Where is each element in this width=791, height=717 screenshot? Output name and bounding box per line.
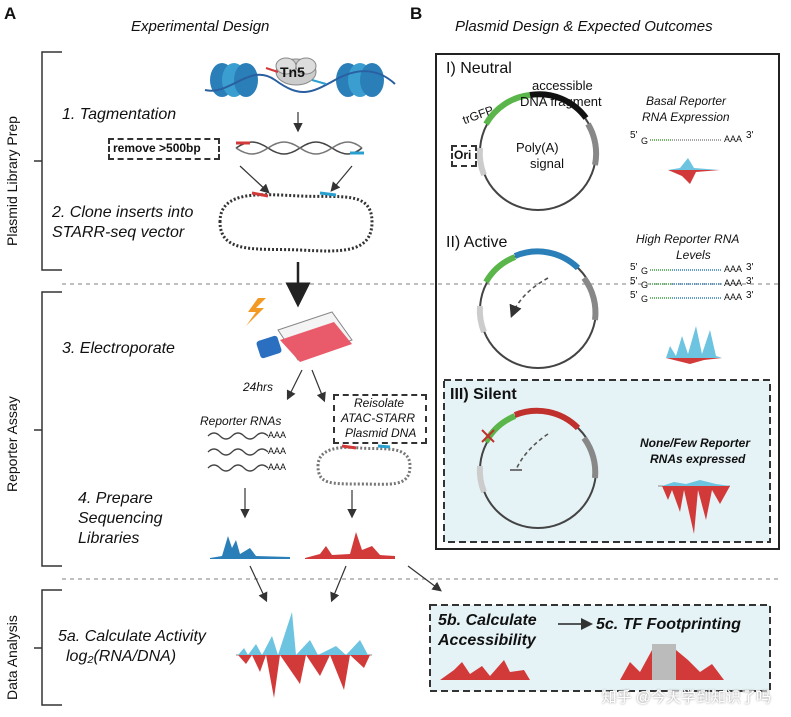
neutral-five-prime: 5' [630, 130, 638, 141]
active-three-3: 3' [746, 290, 754, 301]
step-calc-access-line2: Accessibility [438, 632, 536, 649]
step-prepare-line1: 4. Prepare [78, 490, 153, 507]
neutral-title: I) Neutral [446, 60, 512, 77]
aaa-2: AAA [268, 446, 287, 456]
active-five-1: 5' [630, 262, 638, 273]
bracket-reporter-assay [34, 291, 62, 567]
active-three-1: 3' [746, 262, 754, 273]
active-five-3: 5' [630, 290, 638, 301]
nucleosome-left [210, 63, 258, 97]
bracket-data-analysis [34, 589, 62, 706]
activity-track [236, 612, 372, 698]
active-aaa-1: AAA [724, 264, 743, 274]
aaa-1: AAA [268, 430, 287, 440]
chromatin-dna [204, 70, 396, 94]
plasmid-neutral [476, 91, 600, 211]
lightning-icon [246, 298, 266, 326]
reporter-rnas-label: Reporter RNAs [200, 414, 282, 428]
tn5-cloud [275, 57, 317, 86]
aaa-3: AAA [268, 462, 287, 472]
step-prepare-line3: Libraries [78, 530, 140, 547]
active-g-2: G [641, 280, 649, 290]
step-calc-activity-line2: log₂(RNA/DNA) [66, 648, 177, 665]
accessible-line2: DNA fragment [520, 94, 602, 109]
tn5-label: Tn5 [280, 64, 305, 80]
step-clone-line1: 2. Clone inserts into [52, 204, 194, 221]
silent-rna-track [658, 480, 730, 534]
step-prepare-line2: Sequencing [78, 510, 163, 527]
active-g-1: G [641, 266, 649, 276]
neutral-three-prime: 3' [746, 130, 754, 141]
neutral-rna-track [650, 139, 722, 184]
footprint-marker [652, 644, 676, 680]
step-calc-access-line1: 5b. Calculate [438, 612, 537, 629]
step-clone-line2: STARR-seq vector [52, 224, 185, 241]
panel-label-b: B [410, 4, 423, 23]
active-aaa-3: AAA [724, 292, 743, 302]
high-line1: High Reporter RNA [636, 232, 740, 246]
bracket-plasmid-prep [34, 51, 62, 271]
step-footprinting: 5c. TF Footprinting [596, 616, 741, 633]
step-electroporate: 3. Electroporate [62, 340, 175, 357]
starr-vector-loop [218, 193, 374, 253]
active-aaa-2: AAA [724, 278, 743, 288]
polya-line1: Poly(A) [516, 140, 559, 155]
nucleosome-right [336, 63, 384, 97]
plasmid-silent [476, 407, 599, 529]
active-five-2: 5' [630, 276, 638, 287]
active-three-2: 3' [746, 276, 754, 287]
reisolate-line3: Plasmid DNA [345, 426, 417, 440]
silent-box [443, 379, 771, 543]
silent-title: III) Silent [450, 386, 517, 403]
ori-label: Ori [454, 148, 472, 162]
hours-label: 24hrs [243, 380, 274, 394]
accessibility-peaks [440, 660, 530, 680]
plasmid-active [476, 248, 599, 369]
panel-label-a: A [4, 4, 17, 23]
dna-peaks [305, 532, 395, 559]
step-tagmentation: 1. Tagmentation [62, 106, 177, 123]
rna-peaks [210, 536, 290, 559]
active-title: II) Active [446, 234, 508, 251]
cell-culture-flask-icon [256, 311, 353, 362]
basal-line2: RNA Expression [642, 110, 730, 124]
heading-experimental-design: Experimental Design [131, 18, 270, 35]
reisolate-line1: Reisolate [354, 396, 405, 410]
active-rna-track [650, 269, 722, 364]
basal-line1: Basal Reporter [646, 94, 727, 108]
none-line2: RNAs expressed [650, 452, 746, 466]
plasmid-panel-frame [435, 53, 780, 550]
reporter-rna-strands [207, 432, 269, 472]
none-line1: None/Few Reporter [640, 436, 751, 450]
neutral-g: G [641, 136, 649, 146]
remove-label: remove >500bp [113, 141, 201, 155]
heading-plasmid-design: Plasmid Design & Expected Outcomes [455, 18, 713, 35]
watermark: 知乎 @今天学到知识了吗 [601, 689, 771, 706]
neutral-aaa: AAA [724, 134, 743, 144]
step-calc-activity-line1: 5a. Calculate Activity [58, 628, 206, 645]
active-g-3: G [641, 294, 649, 304]
high-line2: Levels [676, 248, 711, 262]
reisolate-plasmid-loop [316, 445, 412, 486]
reisolate-line2: ATAC-STARR [341, 411, 415, 425]
accessible-line1: accessible [532, 78, 593, 93]
polya-line2: signal [530, 156, 564, 171]
dna-helix [235, 141, 364, 155]
